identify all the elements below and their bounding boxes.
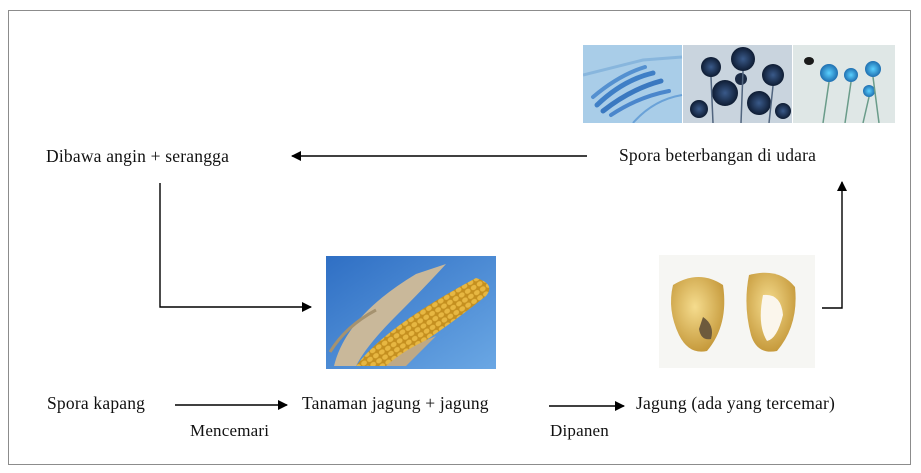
edge-contaminate: Mencemari <box>190 421 270 440</box>
corn-kernel-photo <box>659 255 815 368</box>
arrow-to-plant <box>159 183 312 312</box>
corn-cob-photo <box>326 256 496 369</box>
node-plant: Tanaman jagung + jagung <box>302 393 489 413</box>
node-harvest: Jagung (ada yang tercemar) <box>636 393 836 413</box>
microscopy-panel-1 <box>583 45 683 123</box>
arrow-to-air <box>822 181 847 309</box>
diagram-frame <box>8 10 911 465</box>
edge-harvested: Dipanen <box>550 421 609 440</box>
node-carried: Dibawa angin + serangga <box>46 146 230 166</box>
microscopy-panel-2 <box>683 45 792 123</box>
node-airborne: Spora beterbangan di udara <box>619 145 817 165</box>
microscopy-photos <box>583 45 895 123</box>
node-spore-source: Spora kapang <box>47 393 146 413</box>
microscopy-panel-3 <box>793 45 895 123</box>
